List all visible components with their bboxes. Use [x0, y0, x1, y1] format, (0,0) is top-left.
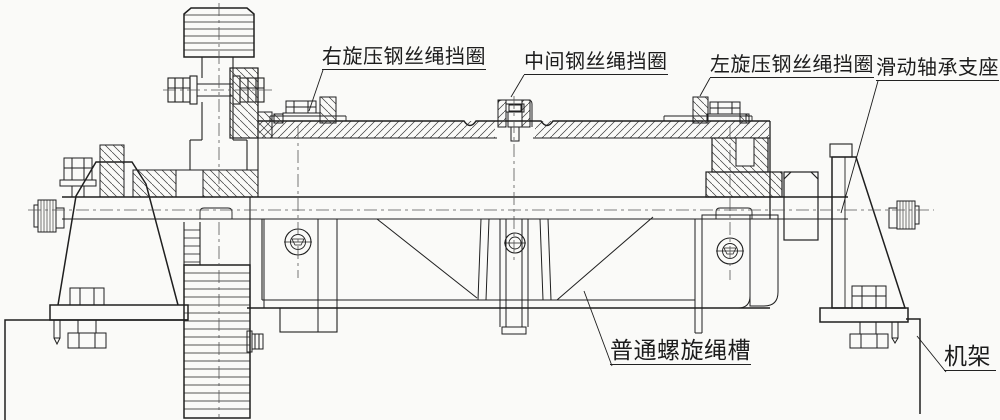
callout-middle-ring: 中间钢丝绳挡圈: [524, 51, 668, 75]
machine-frame: [4, 318, 921, 420]
right-hand-ring-clamp: [273, 96, 337, 124]
callout-right-hand-ring-label: 右旋压钢丝绳挡圈: [322, 46, 486, 68]
anchor-bolt-left: [53, 287, 107, 349]
middle-ring-clamp: [497, 99, 533, 142]
base-plate-left: [49, 304, 189, 321]
leader-left-hand-ring: [699, 77, 711, 97]
bearing-cap-bolt-left: [59, 157, 97, 198]
callout-leader-lines: [308, 69, 947, 373]
leader-middle-ring: [510, 74, 525, 98]
leader-right-hand-ring: [308, 69, 324, 112]
callout-frame: 机架: [944, 344, 996, 372]
leader-frame: [916, 335, 947, 373]
anchor-bolt-right: [849, 285, 899, 349]
pedestal-right: [819, 143, 920, 349]
callout-left-hand-ring: 左旋压钢丝绳挡圈: [710, 54, 874, 78]
callout-right-hand-ring: 右旋压钢丝绳挡圈: [322, 46, 486, 70]
leader-rope-groove: [583, 290, 613, 367]
callout-bearing-support: 滑动轴承支座: [876, 57, 999, 81]
shaft-end-cap-left: [33, 199, 65, 233]
gear-wheel: [132, 7, 265, 419]
callout-rope-groove: 普通螺旋绳槽: [610, 338, 751, 366]
left-hand-ring-clamp: [692, 96, 750, 124]
pedestal-left: [33, 144, 189, 349]
callout-frame-label: 机架: [944, 344, 991, 369]
gear-side-stud: [246, 330, 264, 353]
callout-middle-ring-label: 中间钢丝绳挡圈: [524, 51, 668, 73]
callout-left-hand-ring-label: 左旋压钢丝绳挡圈: [710, 54, 874, 76]
callout-bearing-support-label: 滑动轴承支座: [876, 57, 999, 79]
base-plate-right: [819, 307, 909, 323]
shaft-end-cap-right: [888, 200, 920, 230]
shaft-sleeve: [783, 171, 819, 241]
drum-interior: [247, 197, 779, 335]
drum-shell: [229, 67, 819, 241]
centerlines: [28, 3, 934, 419]
leader-bearing-support: [840, 80, 879, 214]
callout-rope-groove-label: 普通螺旋绳槽: [610, 338, 751, 363]
